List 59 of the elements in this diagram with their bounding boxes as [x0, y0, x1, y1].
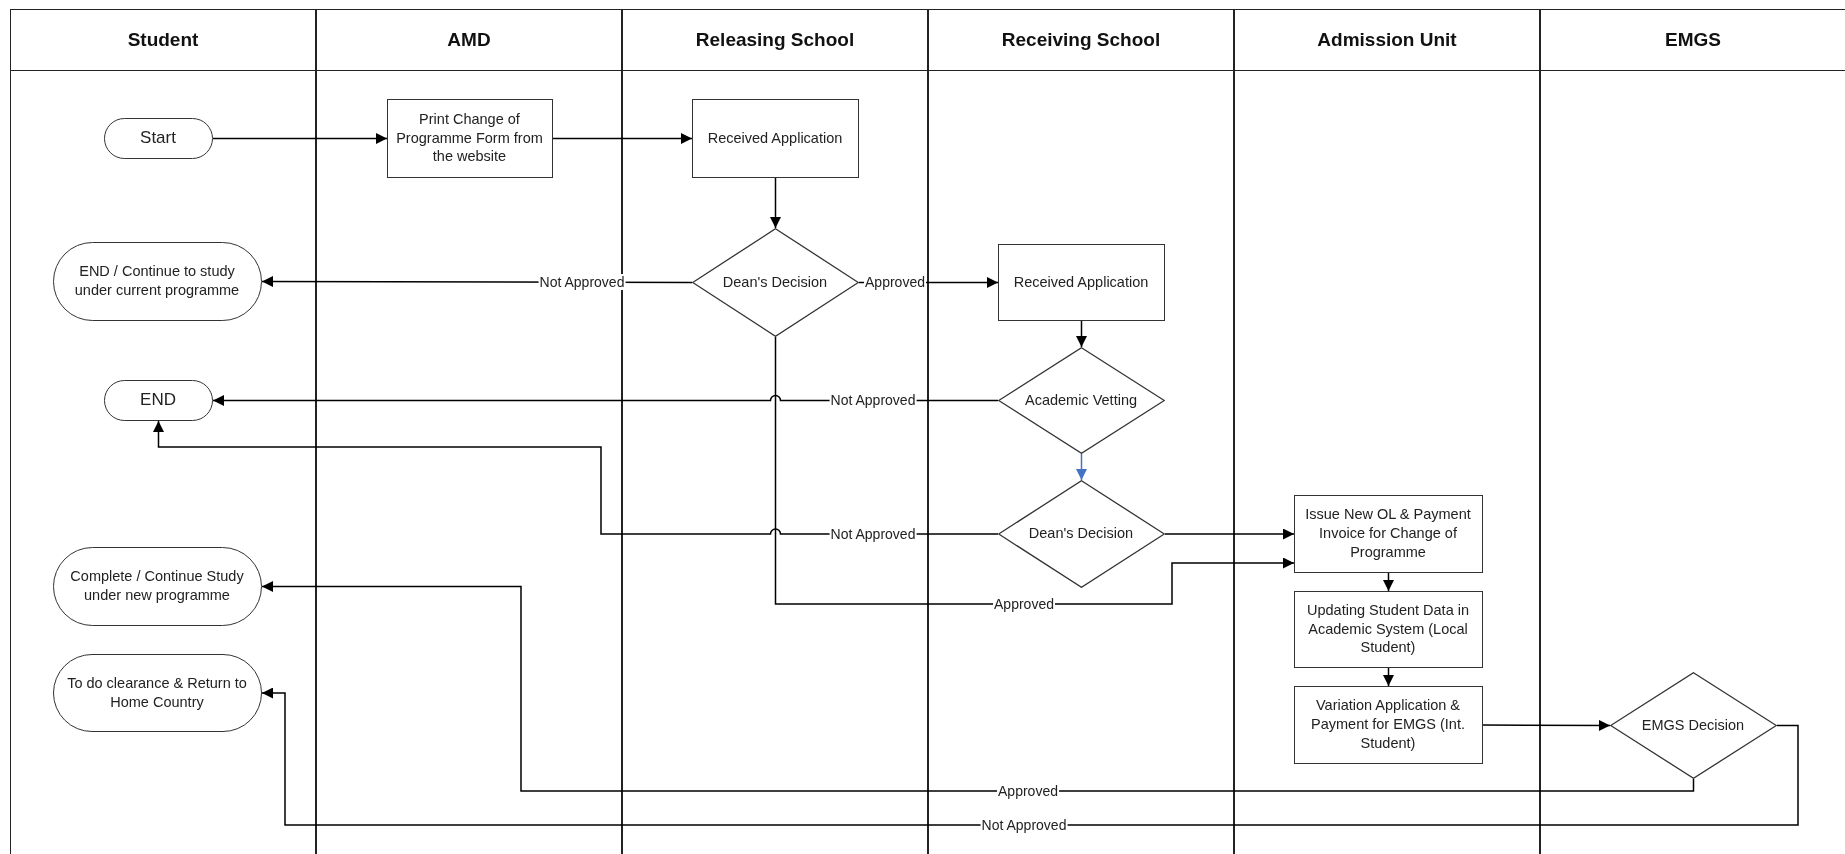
arrow: [1383, 572, 1394, 592]
lane-header: AMD: [317, 10, 621, 71]
process-box: [997, 243, 1165, 321]
node-label: Received Application: [1012, 272, 1150, 292]
terminal-shape: [103, 117, 213, 159]
process-box: [1293, 590, 1483, 668]
arrow: [212, 133, 388, 144]
arrow: [153, 420, 999, 535]
arrow: [552, 133, 693, 144]
swimlane: [10, 9, 316, 854]
decision-diamond: [997, 479, 1165, 588]
node-label: END / Continue to study under current programme: [73, 262, 241, 300]
node-label: Dean's Decision: [1027, 524, 1135, 543]
process-box: [1293, 685, 1483, 764]
process-box: [691, 98, 859, 178]
edge-label: Not Approved: [829, 392, 917, 408]
arrow: [1164, 528, 1295, 540]
arrow: [1076, 320, 1087, 348]
arrow: [1482, 719, 1611, 731]
lane-header: EMGS: [1541, 10, 1845, 71]
arrow: [261, 687, 1799, 826]
node-label: Received Application: [706, 128, 844, 148]
lane-header: Student: [11, 10, 315, 71]
swimlane: [622, 9, 928, 854]
swimlane: [1540, 9, 1845, 854]
decision-diamond: [691, 227, 859, 337]
node-label: Updating Student Data in Academic System (Local Student): [1306, 600, 1470, 658]
edge-label: Approved: [997, 783, 1059, 799]
terminal-shape: [103, 379, 213, 421]
swimlane: [928, 9, 1234, 854]
node-label: To do clearance & Return to Home Country: [66, 673, 248, 712]
process-box: [386, 98, 553, 178]
node-label: Complete / Continue Study under new programme: [69, 567, 245, 605]
node-label: END: [139, 388, 177, 411]
edge-label: Approved: [864, 274, 926, 290]
process-box: [1293, 494, 1483, 573]
node-label: EMGS Decision: [1640, 715, 1746, 735]
edge-label: Not Approved: [980, 817, 1068, 833]
decision-diamond: [997, 346, 1165, 454]
node-label: Start: [139, 126, 177, 149]
swimlane: [316, 9, 622, 854]
swimlane: [1234, 9, 1540, 854]
edge-label: Not Approved: [829, 526, 917, 542]
node-label: Variation Application & Payment for EMGS (Int. Student): [1310, 696, 1466, 753]
edge-label: Not Approved: [538, 274, 626, 290]
arrow: [774, 336, 1295, 605]
node-label: Academic Vetting: [1023, 390, 1138, 410]
arrow: [1076, 453, 1087, 481]
node-label: Issue New OL & Payment Invoice for Change of Programme: [1304, 505, 1472, 562]
arrow: [1383, 667, 1394, 687]
lane-header: Releasing School: [623, 10, 927, 71]
lane-header: Receiving School: [929, 10, 1233, 71]
lane-header: Admission Unit: [1235, 10, 1539, 71]
decision-diamond: [1609, 671, 1777, 779]
node-label: Print Change of Programme Form from the website: [395, 109, 544, 167]
node-label: Dean's Decision: [721, 272, 829, 292]
edge-label: Approved: [993, 596, 1055, 612]
arrow: [770, 177, 781, 229]
arrow: [261, 581, 1695, 792]
